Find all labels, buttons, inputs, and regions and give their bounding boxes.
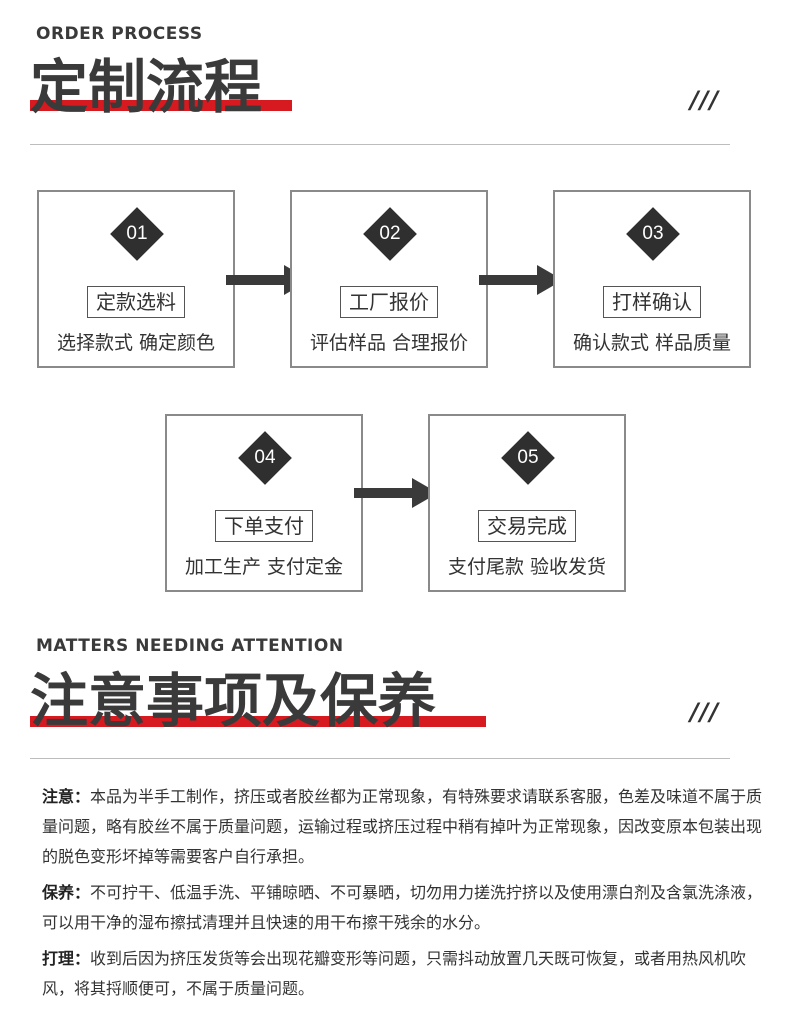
note-care: 保养：不可拧干、低温手洗、平铺晾晒、不可暴晒，切勿用力搓洗拧挤以及使用漂白剂及含…	[42, 878, 766, 938]
note-label: 注意：	[42, 787, 91, 806]
arrow-right-icon	[479, 265, 563, 295]
process-step-2: 02 工厂报价 评估样品 合理报价	[290, 190, 488, 368]
section-en-title: ORDER PROCESS	[36, 24, 203, 44]
step-number: 04	[254, 447, 276, 468]
title-underline	[30, 100, 292, 111]
step-number-badge: 02	[363, 207, 417, 261]
step-label: 交易完成	[478, 510, 576, 542]
process-step-5: 05 交易完成 支付尾款 验收发货	[428, 414, 626, 592]
note-caution: 注意：本品为半手工制作，挤压或者胶丝都为正常现象，有特殊要求请联系客服，色差及味…	[42, 782, 766, 872]
step-description: 加工生产 支付定金	[184, 556, 344, 578]
decor-slashes: ///	[690, 86, 720, 114]
note-text: 不可拧干、低温手洗、平铺晾晒、不可暴晒，切勿用力搓洗拧挤以及使用漂白剂及含氯洗涤…	[42, 883, 763, 932]
step-description: 评估样品 合理报价	[309, 332, 469, 354]
note-text: 本品为半手工制作，挤压或者胶丝都为正常现象，有特殊要求请联系客服，色差及味道不属…	[42, 787, 763, 866]
step-number: 02	[379, 223, 401, 244]
step-label: 定款选料	[87, 286, 185, 318]
step-number: 01	[126, 223, 148, 244]
section-en-title: MATTERS NEEDING ATTENTION	[36, 636, 344, 656]
process-step-1: 01 定款选料 选择款式 确定颜色	[37, 190, 235, 368]
step-label: 下单支付	[215, 510, 313, 542]
step-number-badge: 01	[110, 207, 164, 261]
process-step-3: 03 打样确认 确认款式 样品质量	[553, 190, 751, 368]
note-label: 打理：	[42, 949, 91, 968]
note-handling: 打理：收到后因为挤压发货等会出现花瓣变形等问题，只需抖动放置几天既可恢复，或者用…	[42, 944, 766, 1004]
step-number: 03	[642, 223, 664, 244]
decor-slashes: ///	[690, 698, 720, 726]
title-underline	[30, 716, 486, 727]
process-step-4: 04 下单支付 加工生产 支付定金	[165, 414, 363, 592]
step-number-badge: 03	[626, 207, 680, 261]
step-description: 选择款式 确定颜色	[56, 332, 216, 354]
step-label: 打样确认	[603, 286, 701, 318]
step-number-badge: 04	[238, 431, 292, 485]
note-text: 收到后因为挤压发货等会出现花瓣变形等问题，只需抖动放置几天既可恢复，或者用热风机…	[42, 949, 747, 998]
attention-notes: 注意：本品为半手工制作，挤压或者胶丝都为正常现象，有特殊要求请联系客服，色差及味…	[42, 782, 766, 1010]
arrow-right-icon	[354, 478, 438, 508]
divider	[30, 144, 730, 145]
step-number-badge: 05	[501, 431, 555, 485]
section-title: 注意事项及保养	[30, 667, 437, 735]
step-description: 支付尾款 验收发货	[447, 556, 607, 578]
step-description: 确认款式 样品质量	[572, 332, 732, 354]
note-label: 保养：	[42, 883, 91, 902]
step-label: 工厂报价	[340, 286, 438, 318]
divider	[30, 758, 730, 759]
section-title: 定制流程	[30, 53, 263, 121]
step-number: 05	[517, 447, 539, 468]
